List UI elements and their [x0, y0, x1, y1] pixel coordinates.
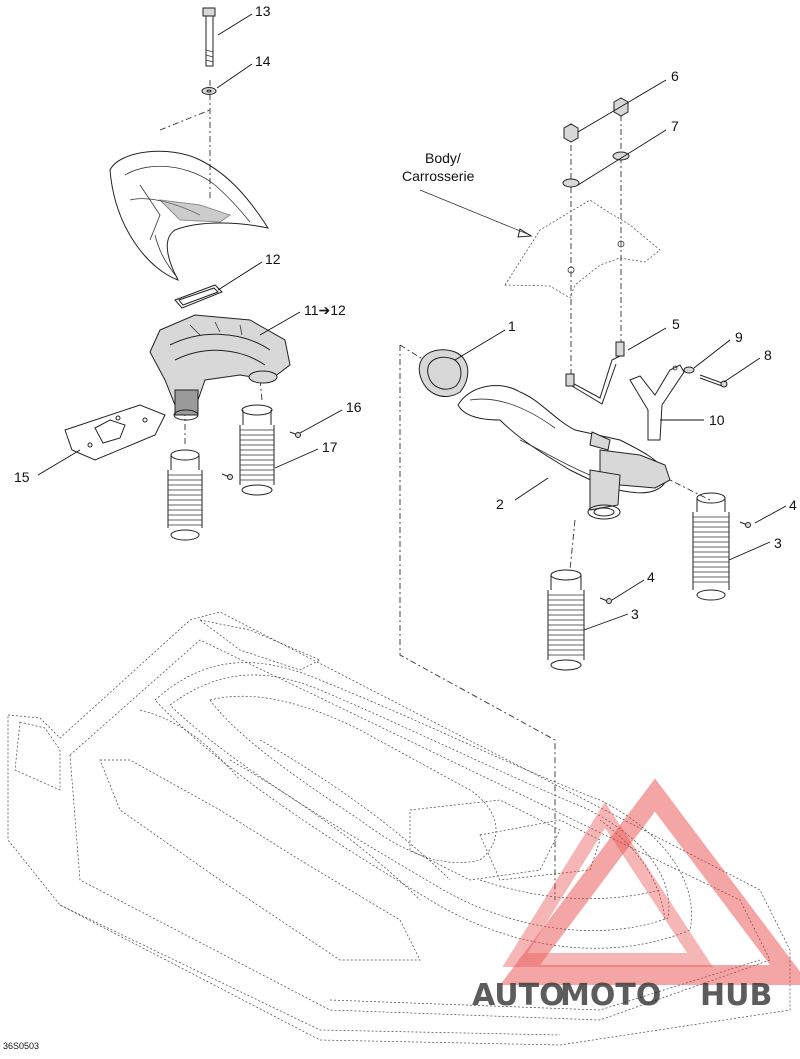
seal-1 — [418, 349, 469, 397]
callout-5: 5 — [672, 316, 680, 332]
washer-14 — [201, 87, 217, 95]
bellows-17-right — [239, 404, 275, 496]
callout-12: 12 — [265, 251, 281, 267]
body-label-line1: Body/ — [425, 150, 461, 166]
callout-3-lower: 3 — [631, 606, 639, 622]
bolt-13 — [202, 7, 216, 67]
callout-16: 16 — [346, 399, 362, 415]
seal-12 — [174, 284, 223, 309]
callout-13: 13 — [255, 3, 271, 19]
screw-8 — [699, 374, 728, 388]
watermark-logo: AUTO MOTO HUB — [472, 778, 800, 1013]
bracket-5 — [565, 341, 625, 405]
callout-labels: 1 2 3 3 4 4 5 6 7 8 9 10 11➔12 12 13 14 … — [14, 3, 797, 622]
bellows-3-right — [692, 492, 730, 601]
nut-6 — [563, 97, 629, 143]
callout-14: 14 — [255, 53, 271, 69]
callout-17: 17 — [322, 439, 338, 455]
callout-7: 7 — [671, 118, 679, 134]
plenum-11 — [149, 314, 291, 421]
hose-2 — [457, 385, 671, 520]
screw-4 — [599, 521, 751, 604]
callout-2: 2 — [496, 496, 504, 512]
callout-3-right: 3 — [774, 535, 782, 551]
body-panel — [419, 189, 661, 299]
screw-16 — [221, 431, 301, 480]
callout-4-lower: 4 — [647, 569, 655, 585]
callout-4-right: 4 — [789, 497, 797, 513]
watermark-hub: HUB — [700, 978, 772, 1013]
washer-7 — [562, 151, 630, 188]
washer-9 — [683, 366, 695, 374]
support-10 — [629, 364, 685, 441]
gasket-plate-15 — [64, 404, 166, 461]
bellows-3-lower — [547, 569, 585, 671]
intake-cover — [109, 150, 270, 281]
assembly-lines — [159, 80, 711, 900]
callout-8: 8 — [764, 347, 772, 363]
watermark-auto: AUTO — [472, 978, 565, 1013]
body-label: Body/ Carrosserie — [402, 150, 475, 184]
callout-9: 9 — [735, 329, 743, 345]
callout-10: 10 — [709, 412, 725, 428]
figure-code: 36S0503 — [3, 1041, 39, 1051]
callout-11-12: 11➔12 — [304, 302, 346, 318]
watercraft-hull — [7, 611, 791, 1046]
body-label-line2: Carrosserie — [402, 168, 475, 184]
callout-1: 1 — [508, 318, 516, 334]
watermark-moto: MOTO — [560, 978, 661, 1013]
leader-lines — [37, 13, 787, 631]
bellows-17-left — [167, 449, 203, 541]
callout-6: 6 — [671, 68, 679, 84]
callout-15: 15 — [14, 469, 30, 485]
